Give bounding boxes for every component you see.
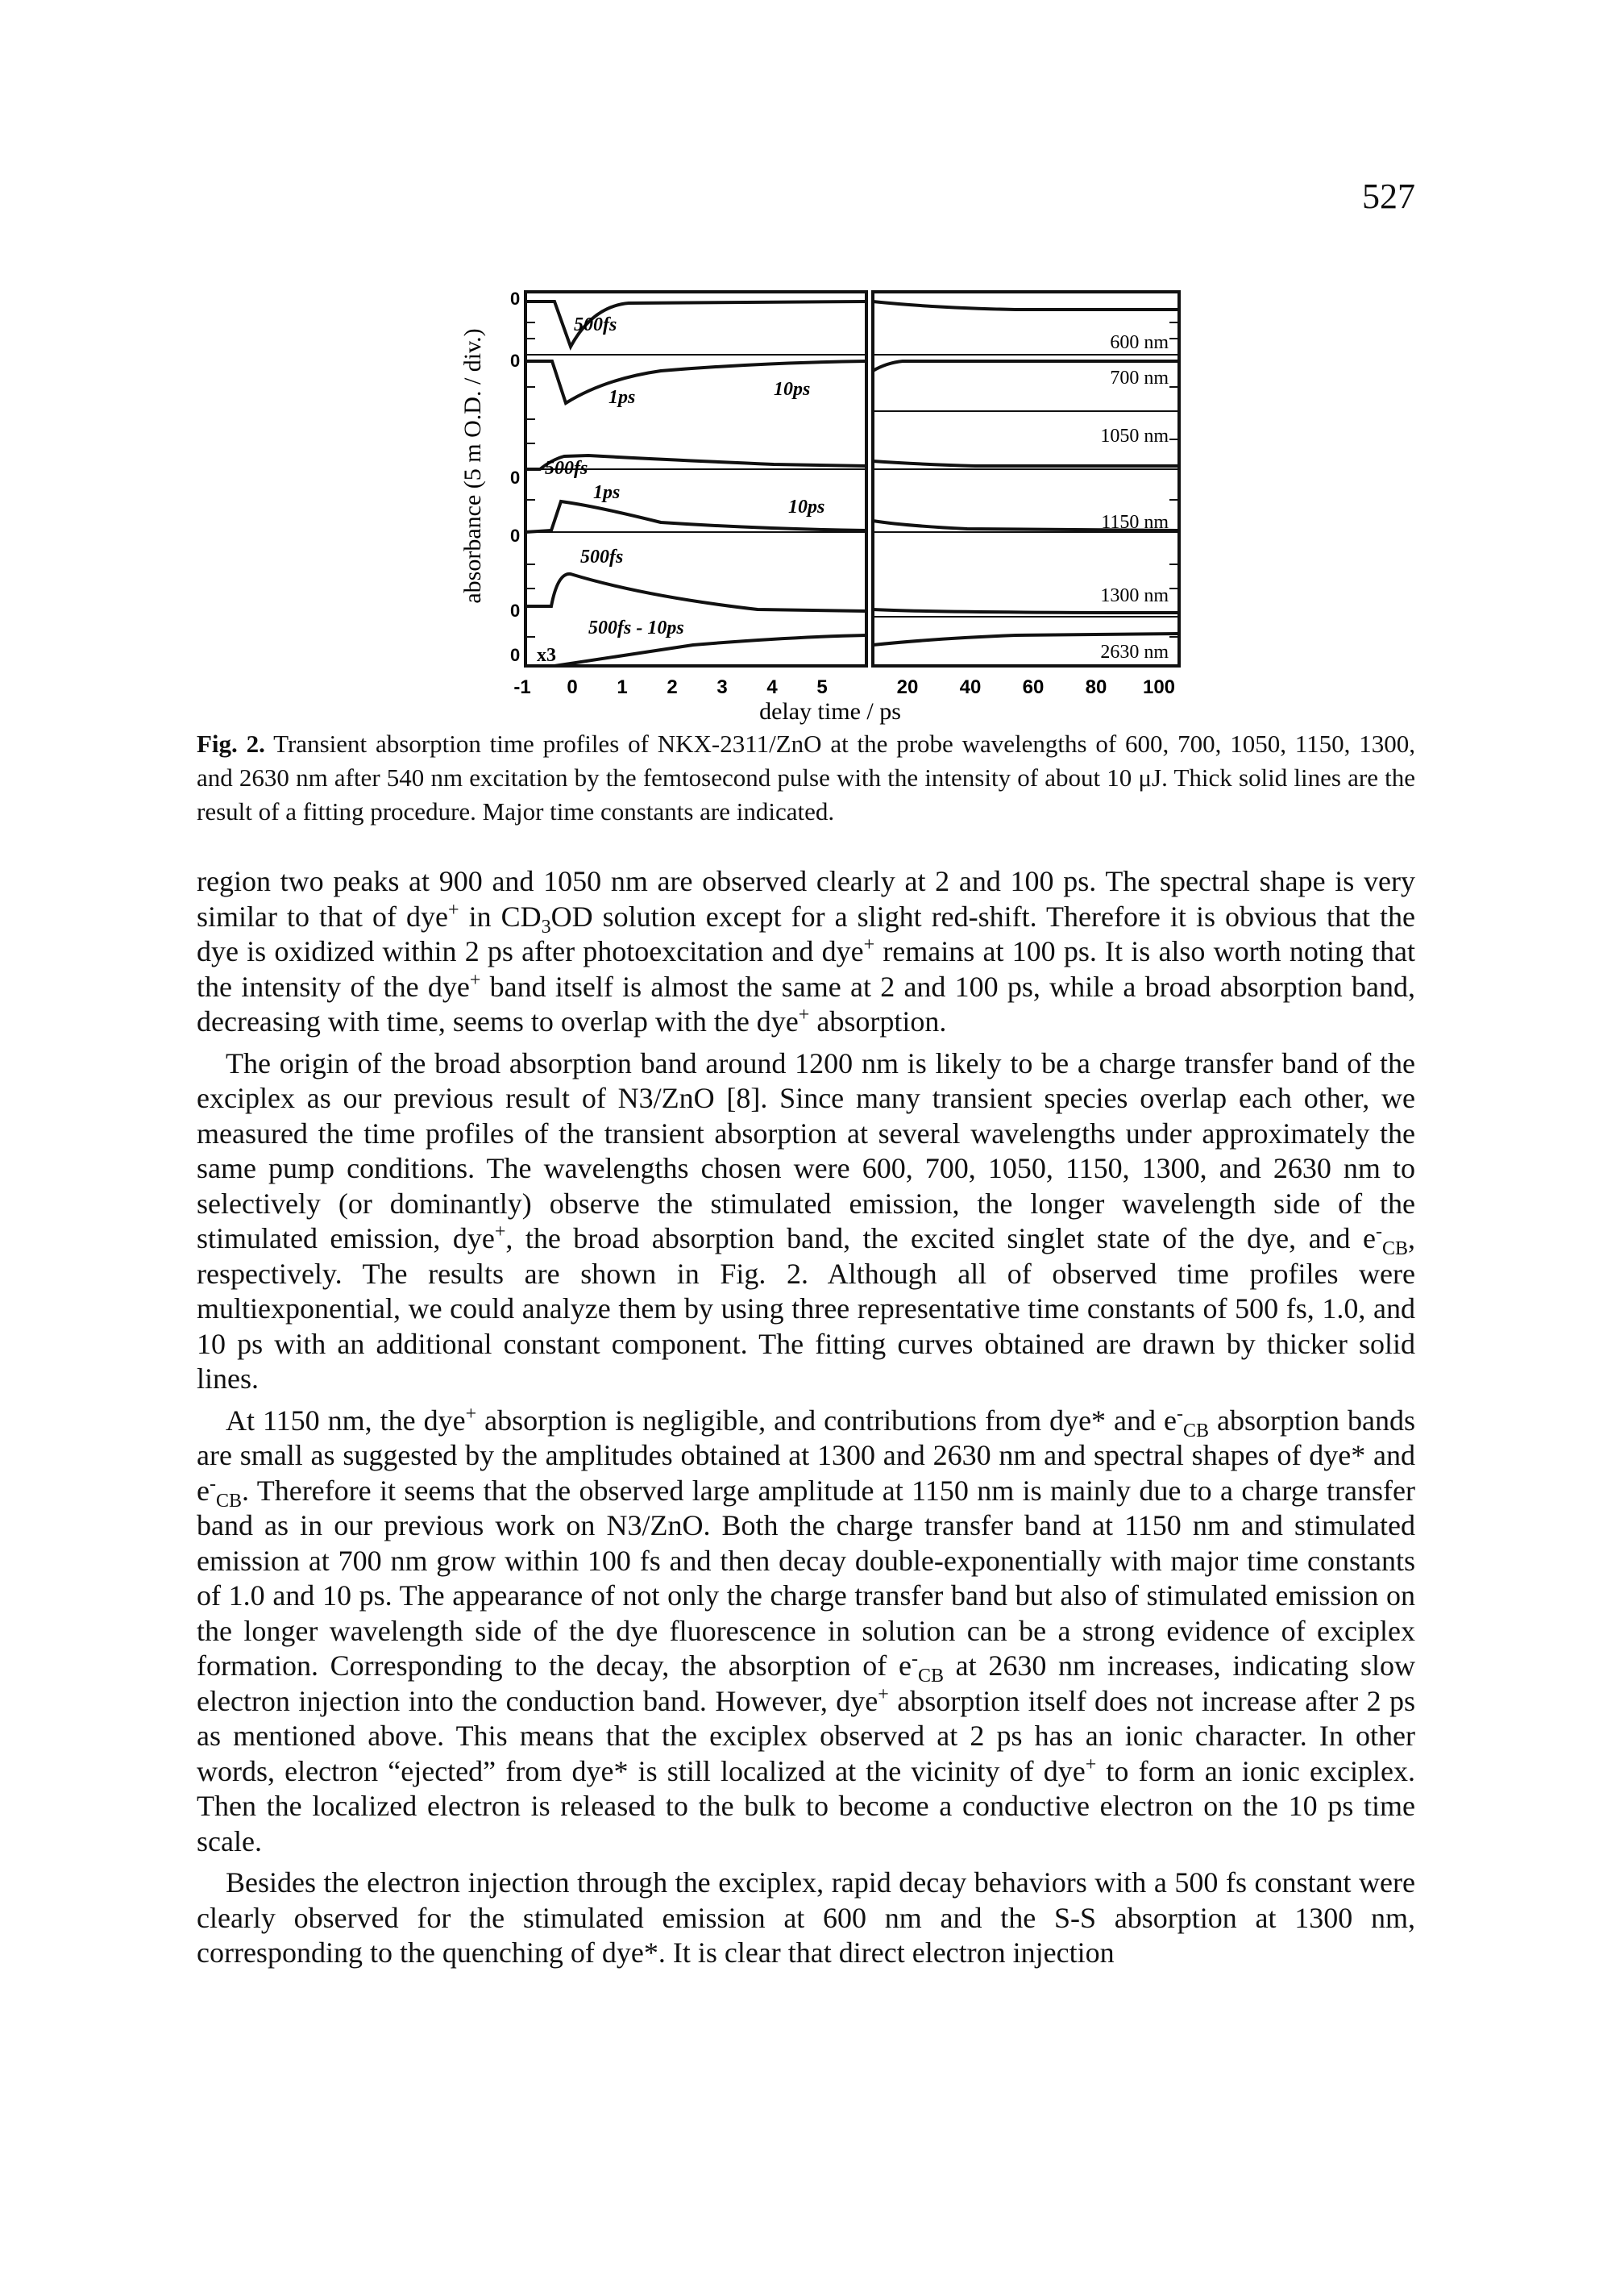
x-tick-label: 20 <box>897 676 919 698</box>
zero-label: 0 <box>510 351 520 371</box>
trace-600nm-right <box>872 300 1179 311</box>
annotation: 500fs - 10ps <box>588 618 684 638</box>
annotation: 1ps <box>608 387 635 408</box>
zero-label: 0 <box>510 645 520 665</box>
x-tick-label: 60 <box>1023 676 1045 698</box>
caption-text: Transient absorption time profiles of NK… <box>197 730 1415 826</box>
trace-1050nm-left <box>525 453 867 471</box>
zero-label: 0 <box>510 601 520 621</box>
trace-600nm-left <box>525 300 867 351</box>
x-tick-label: 1 <box>617 676 627 698</box>
x-tick-label: 4 <box>766 676 778 698</box>
trace-700nm-right <box>871 360 1179 372</box>
x-tick-label: 5 <box>816 676 827 698</box>
x-tick-label: 0 <box>567 676 577 698</box>
wavelength-label: 700 nm <box>1110 368 1169 389</box>
zero-label: 0 <box>510 468 520 488</box>
trace-1300nm-left <box>525 572 867 613</box>
trace-1150nm-right <box>872 519 1180 532</box>
annotation: 500fs <box>545 458 588 479</box>
trace-1300nm-right <box>872 608 1180 614</box>
x-tick-label: 40 <box>960 676 982 698</box>
trace-2630nm-right <box>872 632 1180 647</box>
zero-label: 0 <box>510 290 520 309</box>
zero-label: 0 <box>510 526 520 546</box>
left-panel-frame <box>524 290 868 668</box>
page-number: 527 <box>1362 177 1415 216</box>
wavelength-label: 1300 nm <box>1100 585 1169 606</box>
trace-1050nm-right <box>872 460 1179 468</box>
figure-svg: absorbance (5 m O.D. / div.) 0 0 0 0 0 0 <box>459 290 1181 725</box>
x-tick-label: 2 <box>667 676 677 698</box>
x-tick-label: -1 <box>513 676 530 698</box>
trace-700nm-left <box>525 360 867 406</box>
y-axis-label: absorbance (5 m O.D. / div.) <box>459 328 486 603</box>
caption-label: Fig. 2. <box>197 730 265 758</box>
wavelength-label: 600 nm <box>1110 332 1169 353</box>
paragraph: The origin of the broad absorption band … <box>197 1046 1415 1395</box>
wavelength-label: 1150 nm <box>1101 512 1169 533</box>
trace-2630nm-left <box>525 634 867 668</box>
annotation: 500fs <box>574 314 617 335</box>
annotation: 1ps <box>593 482 620 503</box>
paragraph: region two peaks at 900 and 1050 nm are … <box>197 865 1416 1038</box>
left-axis-ticks <box>525 322 1179 638</box>
paragraph: At 1150 nm, the dye+ absorption is negli… <box>197 1403 1416 1857</box>
annotation: 500fs <box>580 547 623 568</box>
x-tick-label: 80 <box>1086 676 1107 698</box>
annotation: 10ps <box>788 497 824 518</box>
body-text: region two peaks at 900 and 1050 nm are … <box>197 864 1415 1978</box>
wavelength-label: 1050 nm <box>1100 426 1169 447</box>
x-tick-label: 100 <box>1143 676 1175 698</box>
annotation: x3 <box>537 645 556 666</box>
wavelength-label: 2630 nm <box>1100 642 1169 663</box>
trace-1150nm-left <box>525 499 867 534</box>
x-tick-label: 3 <box>716 676 727 698</box>
right-panel-frame <box>871 290 1181 668</box>
figure-caption: Fig. 2. Transient absorption time profil… <box>197 727 1415 829</box>
figure: absorbance (5 m O.D. / div.) 0 0 0 0 0 0 <box>451 290 1193 726</box>
annotation: 10ps <box>774 379 810 400</box>
x-axis-label: delay time / ps <box>759 698 901 725</box>
paragraph: Besides the electron injection through t… <box>197 1866 1415 1969</box>
